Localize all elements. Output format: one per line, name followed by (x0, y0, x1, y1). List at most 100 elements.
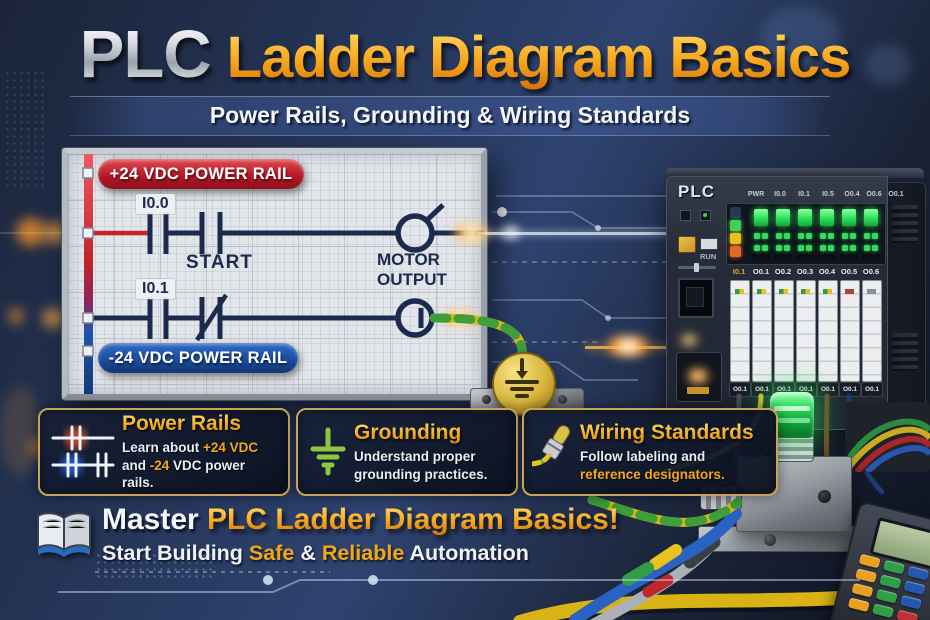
card-text: VDC power rails. (122, 457, 246, 491)
ground-symbol-icon (505, 358, 539, 398)
bokeh-light (44, 222, 66, 244)
card-power-rails: Power Rails Learn about +24 VDC and -24 … (38, 408, 290, 496)
terminal-tag: O0.1 (839, 382, 861, 397)
terminal-strip (796, 280, 816, 382)
positive-rail-badge: +24 VDC POWER RAIL (98, 159, 304, 189)
card-text: Follow labeling and (580, 449, 706, 465)
screw (558, 395, 567, 404)
contact-label-i01: I0.1 (136, 279, 175, 299)
terminal-strip (752, 280, 772, 382)
circuit-traces (492, 195, 668, 381)
comm-port (676, 352, 722, 402)
terminal-strip (862, 280, 882, 382)
grounding-icon (310, 427, 346, 476)
cta-lead: Master (102, 503, 208, 536)
cta-text: Start Building (102, 541, 249, 565)
bokeh-light (760, 6, 840, 66)
plc-mid-label: O0.6 (862, 267, 880, 276)
spark-glow (498, 226, 524, 239)
block-hole (818, 490, 831, 503)
card-wiring-standards: Wiring Standards Follow labeling and ref… (522, 408, 778, 496)
book-icon (37, 512, 91, 557)
terminal-strip (774, 280, 794, 382)
cta-text-highlight: Safe (248, 541, 295, 565)
card-grounding: Grounding Understand proper grounding pr… (296, 408, 518, 496)
card-body: Understand proper grounding practices. (354, 448, 504, 483)
bokeh-light (865, 45, 911, 85)
status-led (730, 207, 741, 218)
plc-top-label: O0.6 (866, 191, 882, 198)
plc-top-label: O0.1 (888, 191, 904, 198)
plc-mid-label: O0.4 (818, 267, 836, 276)
dot-pattern (95, 552, 215, 580)
dot-pattern (4, 70, 44, 190)
ethernet-port (678, 278, 714, 318)
plc-mid-label: O0.1 (752, 267, 770, 276)
background-wires (847, 418, 930, 472)
led-column (774, 207, 792, 259)
title-brand: PLC (79, 17, 212, 92)
ferrule-icon (532, 425, 571, 468)
memory-card-slot (678, 236, 696, 253)
trace-line (0, 232, 62, 234)
activity-led-glow (676, 334, 702, 346)
contact-name-start: START (186, 252, 253, 273)
card-text-highlight: -24 (149, 457, 170, 473)
cta-text: Automation (404, 541, 529, 565)
led-column (840, 207, 858, 259)
power-rails-icon (51, 425, 115, 478)
bokeh-light (0, 386, 40, 476)
negative-rail-label: -24 VDC POWER RAIL (108, 348, 288, 367)
mode-switch (700, 238, 718, 250)
subtitle-band: Power Rails, Grounding & Wiring Standard… (70, 96, 830, 136)
vent-grille (892, 205, 918, 243)
cta-subline: Start Building Safe & Reliable Automatio… (102, 541, 529, 566)
terminal-strip (840, 280, 860, 382)
card-text: Learn about (122, 440, 204, 456)
bottom-traces (58, 571, 860, 593)
plc-mid-label: I0.1 (732, 267, 746, 276)
beacon-base (772, 434, 814, 462)
led-column (752, 207, 770, 259)
negative-rail-badge: -24 VDC POWER RAIL (98, 343, 298, 373)
screw (764, 534, 776, 546)
led-column (862, 207, 880, 259)
positive-rail-label: +24 VDC POWER RAIL (109, 164, 293, 183)
output-beam (478, 232, 670, 235)
page-title: PLC Ladder Diagram Basics (0, 16, 930, 93)
card-body: Learn about +24 VDC and -24 VDC power ra… (122, 439, 274, 492)
bokeh-light (16, 218, 46, 246)
card-text-highlight: +24 VDC (203, 440, 259, 456)
plc-mid-label: O0.5 (840, 267, 858, 276)
terminal-strip (818, 280, 838, 382)
plc-mid-label: O0.3 (796, 267, 814, 276)
indicator-led (680, 210, 691, 221)
plc-name: PLC (678, 182, 715, 201)
screw (482, 395, 491, 404)
card-text-highlight: reference designators. (580, 466, 725, 482)
led-column (818, 207, 836, 259)
spark-glow (448, 224, 494, 242)
subtitle: Power Rails, Grounding & Wiring Standard… (209, 102, 691, 128)
led-column (796, 207, 814, 259)
spark-glow (600, 336, 656, 356)
contact-label-i00: I0.0 (136, 194, 175, 214)
output-label-motor: MOTOR OUTPUT (377, 250, 447, 289)
ladder-diagram (82, 154, 484, 394)
slider (678, 263, 716, 272)
card-text: and (122, 457, 150, 473)
terminal-strip (730, 280, 750, 382)
cta-text-highlight: Reliable (321, 541, 405, 565)
plc-mid-label: O0.2 (774, 267, 792, 276)
plc-top-label: O0.4 (844, 191, 860, 198)
card-title: Power Rails (122, 412, 274, 436)
cta-highlight: PLC Ladder Diagram Basics! (207, 503, 619, 536)
bokeh-light (8, 308, 24, 324)
cta-text: & (294, 541, 322, 565)
status-led (730, 246, 741, 257)
plc-top-label: I0.0 (774, 191, 786, 198)
title-text: Ladder Diagram Basics (226, 25, 852, 90)
card-body: Follow labeling and reference designator… (580, 448, 750, 483)
plc-top-label: I0.1 (798, 191, 810, 198)
